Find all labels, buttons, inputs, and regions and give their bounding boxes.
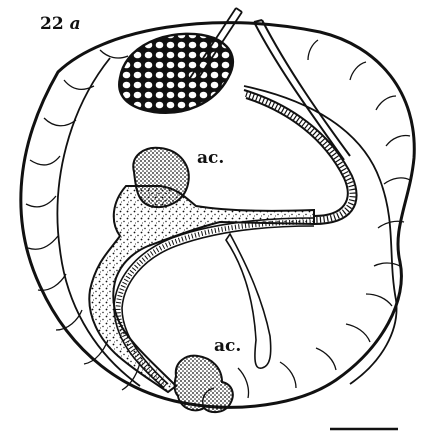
banded-duct [244, 90, 356, 224]
figure-number-suffix: a [70, 14, 81, 34]
upper-tube [254, 20, 350, 160]
label-ac-lower: ac. [214, 338, 241, 355]
figure-number: 22 a [40, 16, 81, 33]
accessory-gland-upper [133, 148, 188, 207]
label-ac-upper: ac. [197, 150, 224, 167]
figure-number-digits: 22 [40, 14, 64, 34]
shell-inner-line-right [244, 86, 397, 384]
accessory-gland-lower [175, 356, 233, 412]
